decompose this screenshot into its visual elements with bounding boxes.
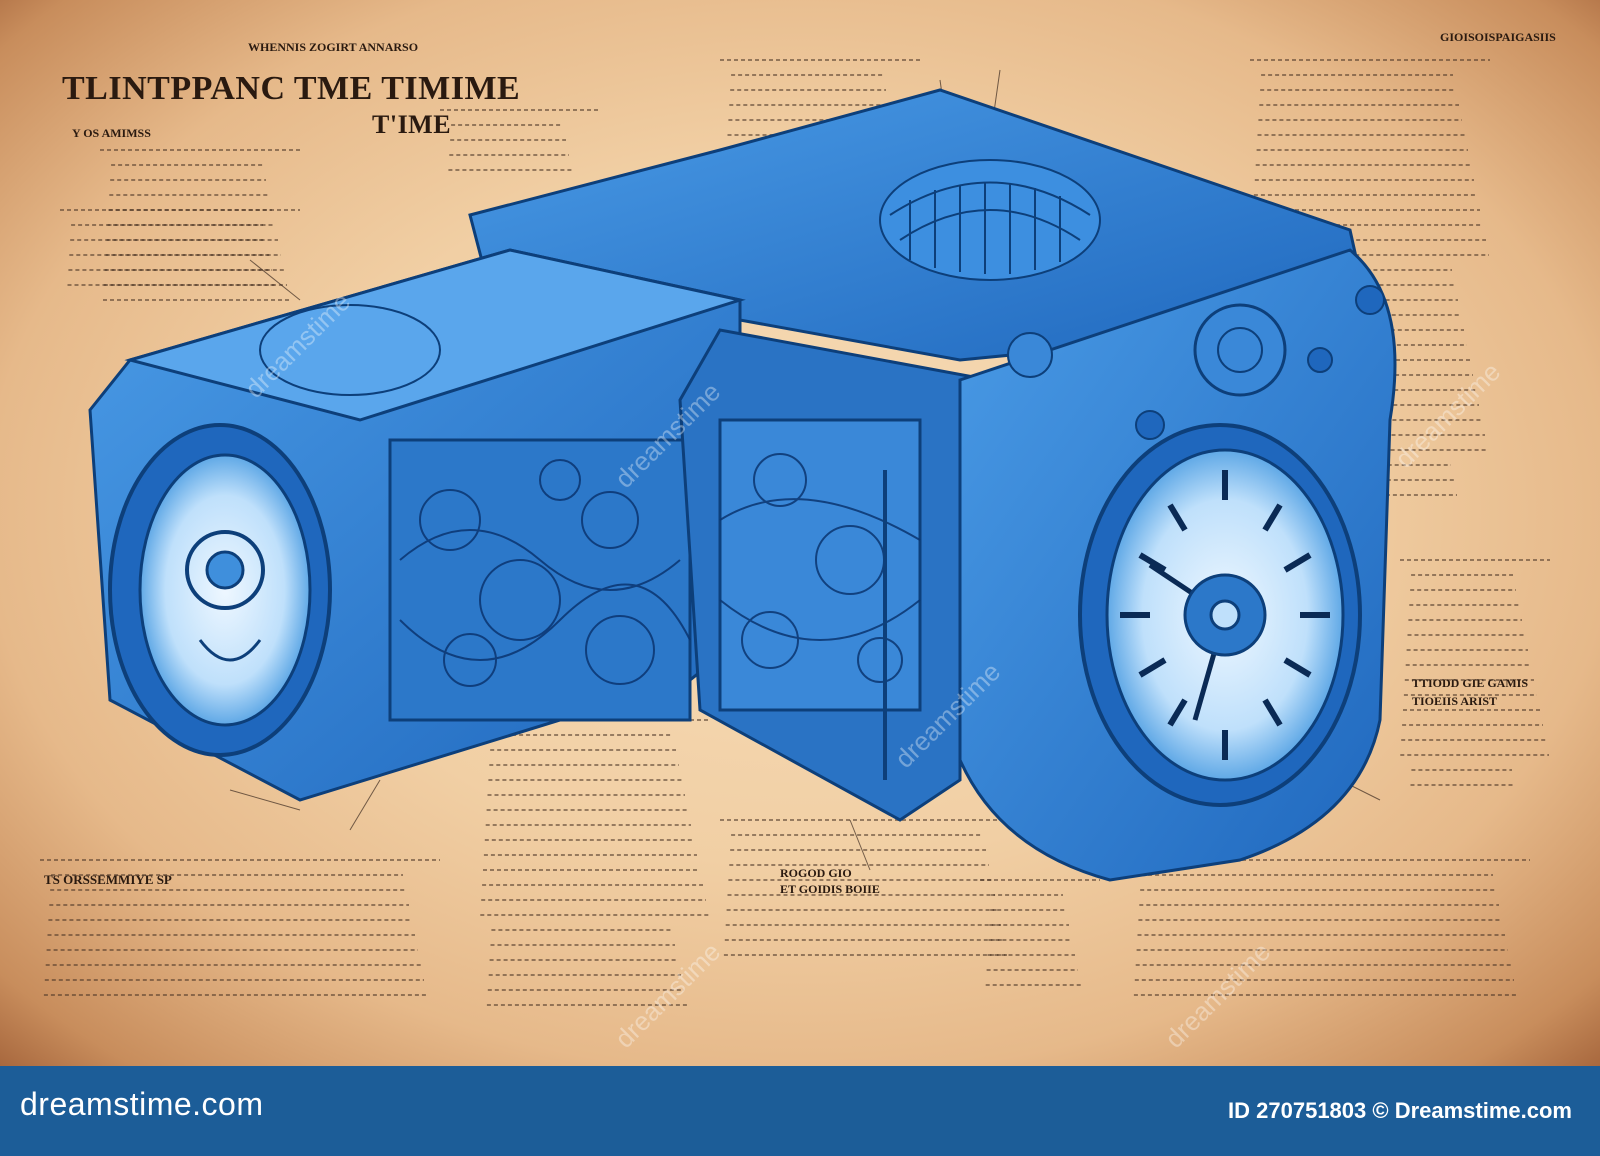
stock-image-id: ID 270751803 © Dreamstime.com bbox=[1228, 1098, 1572, 1123]
artwork-subtitle: T'IME bbox=[372, 110, 452, 139]
bottom-caption: ROGOD GIO bbox=[780, 866, 852, 880]
left-caption: Y OS AMIMSS bbox=[72, 126, 151, 140]
right-caption-sub: TIOEIIS ARIST bbox=[1412, 694, 1498, 708]
corner-caption: GIOISOISPAIGASIIS bbox=[1440, 30, 1556, 44]
top-caption: WHENNIS ZOGIRT ANNARSO bbox=[248, 40, 419, 54]
right-caption: TTIODD GIE GAMIS bbox=[1412, 676, 1529, 690]
dreamstime-logo[interactable]: dreamstime.com bbox=[20, 1086, 264, 1122]
stock-footer-bar: dreamstime.com ID 270751803 © Dreamstime… bbox=[0, 1066, 1600, 1156]
left-lower-caption: TS ORSSEMMIYE SP bbox=[44, 872, 172, 887]
center-frame bbox=[678, 328, 992, 822]
time-machine-drawing bbox=[40, 59, 1550, 1006]
bottom-caption-sub: ET GOIDIS BOIIE bbox=[780, 882, 880, 896]
blueprint-illustration: TLINTPPANC TME TIMIME T'IME WHENNIS ZOGI… bbox=[0, 0, 1600, 1066]
right-clock-dial bbox=[1078, 423, 1362, 807]
mechanism-chamber bbox=[388, 438, 692, 722]
left-clock-dial bbox=[108, 423, 332, 757]
gear-drum bbox=[879, 159, 1101, 281]
artwork-title: TLINTPPANC TME TIMIME bbox=[62, 70, 521, 107]
